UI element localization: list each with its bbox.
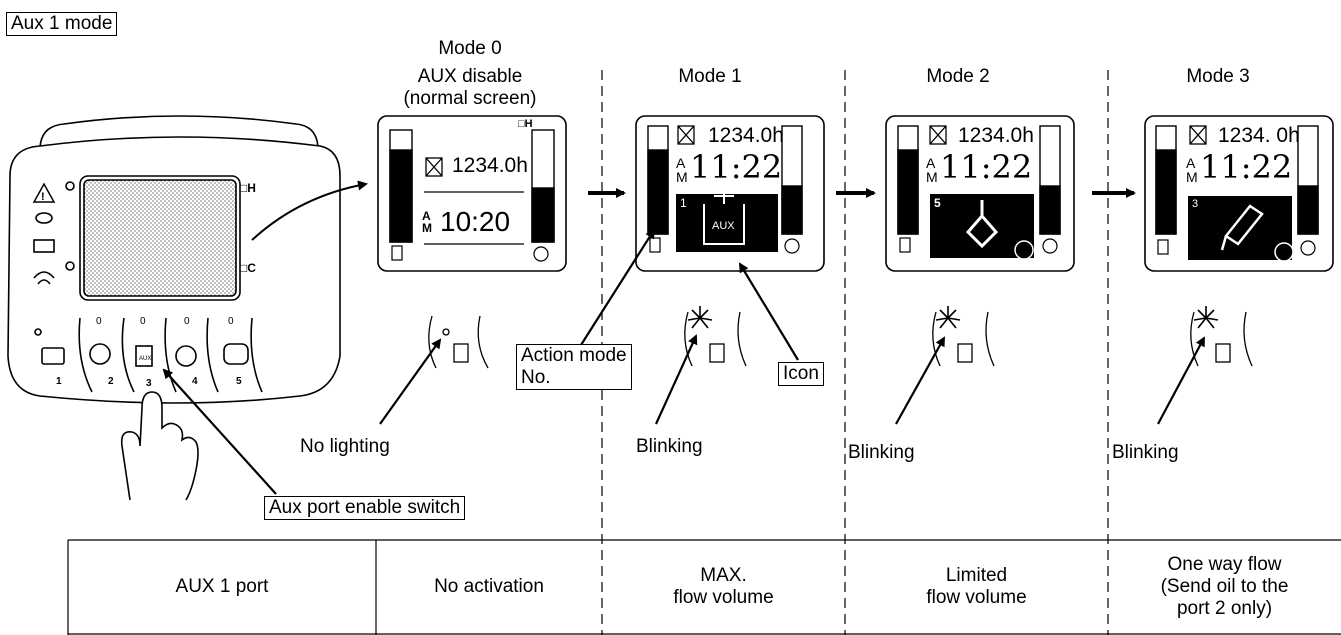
hand-illustration (120, 391, 199, 501)
panel-button-number: 5 (236, 376, 242, 387)
svg-text:□C: □C (240, 261, 256, 275)
panel-button-number: 2 (108, 376, 114, 387)
panel-led-label: 0 (228, 316, 234, 327)
panel-button-number: 1 (56, 376, 62, 387)
mode-0-heading: Mode 0 (438, 38, 502, 59)
mode-3-action-number: 3 (1192, 198, 1199, 210)
mode-3-hours: 1234. 0h (1218, 124, 1300, 147)
mode-2-hours: 1234.0h (958, 124, 1034, 147)
mode-1-icon-text: AUX (712, 220, 735, 232)
mode-0-indicator: No lighting (300, 436, 390, 457)
mode-2-heading: Mode 2 (926, 66, 990, 87)
mode-0-hours: 1234.0h (452, 154, 528, 177)
svg-text:□H: □H (240, 181, 256, 195)
mode-1-clock: 11:22 (690, 148, 783, 186)
panel-led-label: 0 (96, 316, 102, 327)
diagram-title: Aux 1 mode (6, 12, 118, 36)
switch-callout: Aux port enable switch (264, 496, 466, 520)
mode-1-action-number: 1 (680, 196, 687, 210)
mode-2-action-number: 5 (934, 196, 941, 210)
table-lines (67, 539, 1341, 635)
mode-1-heading: Mode 1 (678, 66, 742, 87)
panel-led-label: 0 (184, 316, 190, 327)
mode-2-clock: 11:22 (940, 148, 1033, 186)
mode-0-subtitle: AUX disable (417, 66, 523, 87)
mode-3-clock: 11:22 (1200, 148, 1293, 186)
curved-arrow (251, 180, 368, 241)
blink-rays (687, 306, 1219, 329)
svg-text:AUX: AUX (139, 356, 151, 362)
aux-bucket-icon (703, 186, 745, 245)
grapple-icon (965, 200, 999, 249)
mode-0-subtitle-2: (normal screen) (403, 88, 537, 109)
breaker-icon (1220, 204, 1264, 251)
mode-separators (601, 70, 1109, 635)
panel-button-number: 3 (146, 378, 152, 389)
panel-button-number: 4 (192, 376, 198, 387)
icon-callout: Icon (778, 362, 824, 386)
table-cell-mode-0: No activation (434, 576, 544, 597)
table-cell-mode-1: MAX.flow volume (673, 565, 774, 608)
mode-1-hours: 1234.0h (708, 124, 784, 147)
instrument-panel: □H □C ! AUX (7, 115, 341, 404)
panel-led-label: 0 (140, 316, 146, 327)
action-panels (676, 194, 1292, 260)
mode-3-heading: Mode 3 (1186, 66, 1250, 87)
info-icons (1014, 240, 1294, 262)
gauges (389, 125, 1319, 243)
mode-1-indicator: Blinking (636, 436, 703, 457)
table-header-cell: AUX 1 port (175, 576, 269, 597)
mode-0-clock: 10:20 (440, 206, 511, 237)
mode-3-indicator: Blinking (1112, 442, 1179, 463)
mode-2-indicator: Blinking (848, 442, 915, 463)
pointer-arrows (162, 228, 1205, 495)
svg-text:!: ! (41, 191, 45, 203)
hourglass-icons (425, 125, 1207, 177)
fuel-temp-icons (391, 237, 1316, 262)
mode-0-screen-symbol: □H (518, 118, 533, 130)
